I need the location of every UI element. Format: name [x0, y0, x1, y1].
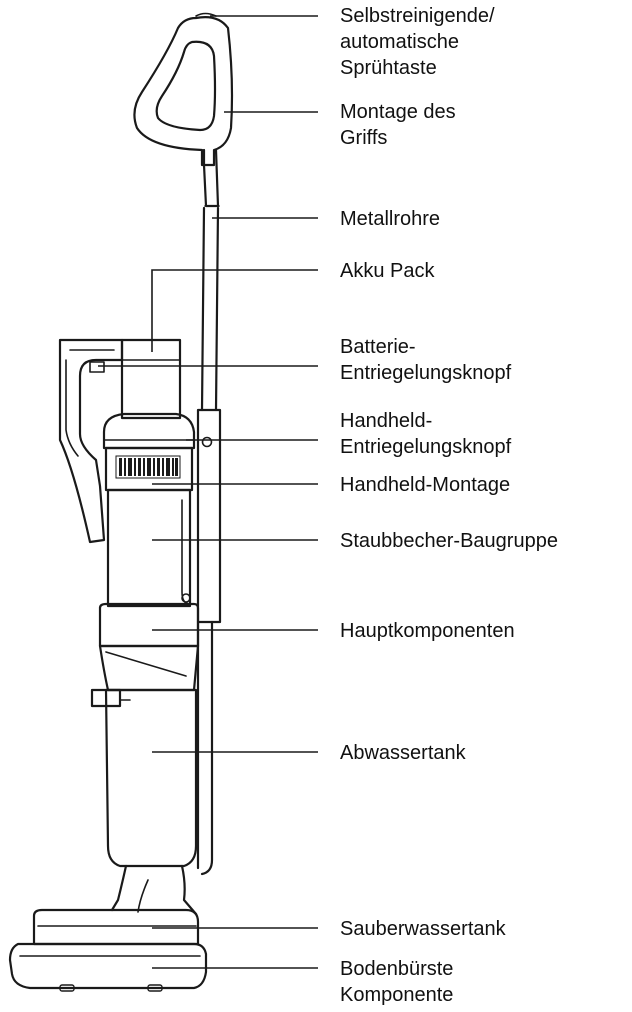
label-clean-tank: Sauberwassertank	[340, 918, 507, 940]
waste-tank-shape	[104, 688, 198, 868]
label-handheld-release: Handheld- Entriegelungsknopf	[340, 410, 512, 458]
rear-grip-inner	[65, 349, 115, 457]
leader-battery-pack	[151, 269, 318, 352]
floor-brush-wheels	[59, 984, 163, 992]
battery-pack-shape	[120, 338, 182, 420]
brush-neck-detail	[137, 879, 149, 913]
main-component-shape	[98, 602, 200, 648]
tube-sleeve	[196, 408, 222, 624]
metal-tube-shape	[200, 206, 220, 412]
vacuum-illustration	[8, 12, 234, 992]
label-main-components: Hauptkomponenten	[340, 620, 515, 642]
floor-brush-shape	[8, 942, 208, 990]
dust-cup-shape	[106, 488, 192, 608]
label-handheld-assembly: Handheld-Montage	[340, 474, 510, 496]
main-component-diagonal	[105, 651, 187, 677]
label-battery-pack: Akku Pack	[340, 260, 435, 282]
battery-release-button-shape	[89, 361, 105, 373]
waste-tank-cap	[90, 688, 122, 708]
label-dust-cup: Staubbecher-Baugruppe	[340, 530, 558, 552]
label-spray-button: Selbstreinigende/ automatische Sprühtast…	[340, 5, 500, 79]
rear-grip	[58, 338, 124, 544]
handheld-release-button-shape	[201, 436, 213, 448]
leader-lines	[98, 15, 318, 969]
label-handle: Montage des Griffs	[340, 101, 461, 149]
dust-cup-latch	[181, 499, 191, 605]
label-floor-brush: Bodenbürste Komponente	[340, 958, 459, 1006]
label-battery-release: Batterie- Entriegelungsknopf	[340, 336, 512, 384]
handle-neck	[202, 148, 220, 208]
label-metal-tube: Metallrohre	[340, 208, 440, 230]
main-component-lower	[98, 644, 200, 692]
handle-inner-cutout	[155, 40, 217, 132]
dust-cup-latch-knob	[181, 593, 191, 603]
part-labels: Selbstreinigende/ automatische Sprühtast…	[340, 5, 558, 1006]
rear-tube	[196, 620, 214, 876]
handheld-body-shape	[104, 446, 194, 492]
barcode-sticker	[115, 455, 181, 479]
handle-outline	[133, 16, 234, 167]
brush-neck	[110, 864, 198, 916]
clean-water-tank-shape	[32, 908, 200, 946]
upper-cap	[102, 412, 196, 450]
label-waste-tank: Abwassertank	[340, 742, 467, 764]
